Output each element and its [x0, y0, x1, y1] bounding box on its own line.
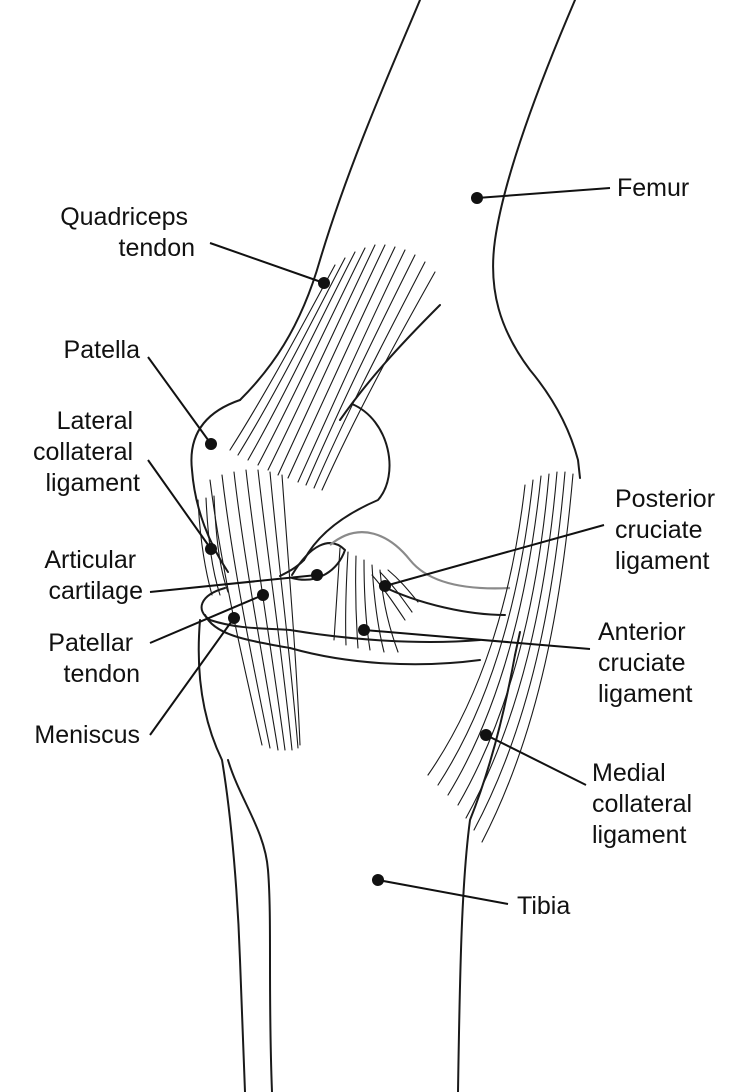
cruciate-ligament-fibers	[333, 547, 419, 653]
quadriceps-tendon-fibers	[229, 244, 436, 491]
tibia-callout	[372, 874, 509, 905]
quadriceps-tendon-callout	[209, 242, 330, 289]
lateral-collateral-ligament-callout	[147, 459, 217, 555]
articular-cartilage-callout	[149, 569, 323, 593]
label-lateral-collateral-ligament: Lateral collateral ligament	[33, 407, 140, 497]
joint-line-outline	[289, 531, 511, 666]
patellar-tendon-fibers	[209, 469, 301, 751]
femur-callout	[471, 187, 611, 204]
medial-collateral-ligament-callout	[480, 729, 587, 786]
tibia-outline	[197, 619, 521, 1092]
label-anterior-cruciate-ligament: Anterior cruciate ligament	[598, 618, 693, 708]
patellar-tendon-callout	[149, 589, 269, 644]
femoral-condyle-outline	[279, 403, 391, 577]
label-quadriceps-tendon: Quadriceps tendon	[60, 203, 195, 262]
medial-collateral-ligament-fibers	[427, 471, 574, 843]
posterior-cruciate-ligament-callout	[379, 524, 605, 592]
label-femur: Femur	[617, 174, 689, 202]
label-meniscus: Meniscus	[34, 721, 140, 749]
label-patella: Patella	[64, 336, 141, 364]
label-tibia: Tibia	[517, 892, 570, 920]
label-medial-collateral-ligament: Medial collateral ligament	[592, 759, 699, 849]
femur-outline	[239, 0, 581, 479]
label-patellar-tendon: Patellar tendon	[48, 629, 140, 688]
meniscus-callout	[149, 612, 240, 736]
label-posterior-cruciate-ligament: Posterior cruciate ligament	[615, 485, 722, 575]
label-articular-cartilage: Articular cartilage	[44, 546, 143, 605]
anterior-cruciate-ligament-callout	[358, 624, 591, 650]
meniscus-outline	[200, 587, 291, 649]
patella-outline	[190, 304, 441, 573]
patella-callout	[147, 356, 217, 450]
